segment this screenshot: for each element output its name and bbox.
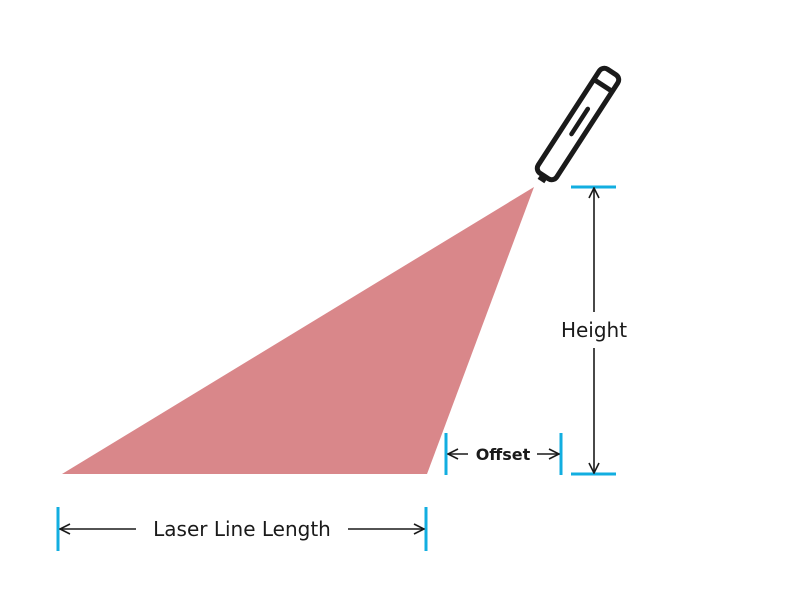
length-dimension: Laser Line Length [56,507,428,551]
height-dimension: Height [561,185,627,476]
length-label: Laser Line Length [153,517,331,541]
offset-label: Offset [476,445,531,464]
height-label: Height [561,318,627,342]
laser-beam [62,187,534,474]
offset-dimension: Offset [444,433,563,475]
laser-pointer-icon [534,65,622,184]
